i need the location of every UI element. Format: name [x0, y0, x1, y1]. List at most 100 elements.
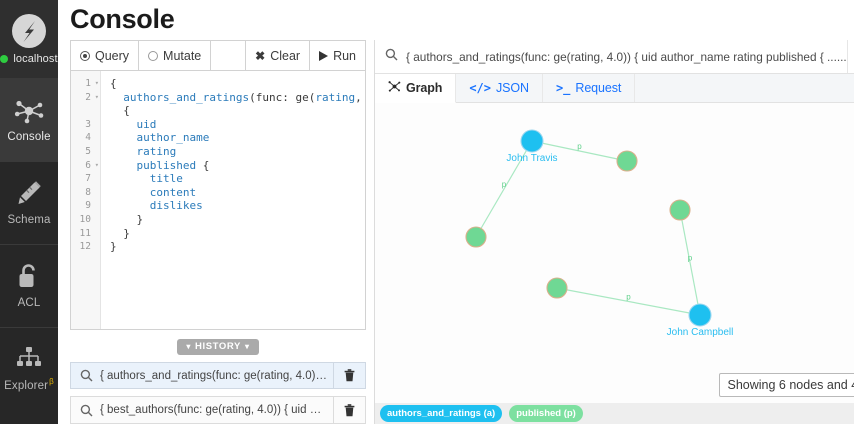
panes: Query Mutate ✖ Clear Ru	[58, 40, 854, 424]
sidebar-item-explorer[interactable]: Explorerβ	[0, 327, 58, 410]
pencil-ruler-icon	[15, 180, 43, 207]
search-icon	[71, 369, 100, 382]
org-chart-icon	[15, 346, 43, 370]
radio-unselected-icon	[148, 50, 159, 61]
result-header: { authors_and_ratings(func: ge(rating, 4…	[375, 40, 854, 75]
line-number: 3	[85, 118, 91, 130]
network-nodes-icon	[14, 98, 44, 124]
sidebar-brand[interactable]: localhost	[0, 0, 58, 78]
graph-node[interactable]	[688, 303, 712, 327]
fullscreen-button[interactable]	[846, 40, 854, 74]
graph-nodes-icon	[388, 80, 401, 96]
tab-graph[interactable]: Graph	[375, 74, 457, 104]
graph-edge-label: p	[626, 293, 631, 302]
tab-request[interactable]: >_ Request	[543, 74, 636, 103]
graph-node[interactable]	[465, 226, 487, 248]
clear-button[interactable]: ✖ Clear	[246, 41, 311, 71]
sidebar-item-label: ACL	[17, 297, 41, 309]
history-label: HISTORY	[195, 341, 241, 353]
sidebar-item-acl[interactable]: ACL	[0, 244, 58, 327]
close-x-icon: ✖	[255, 48, 266, 63]
sidebar-item-label: Explorerβ	[4, 377, 54, 392]
graph-edge-label: p	[688, 254, 693, 263]
graph-node-label: John Campbell	[667, 327, 734, 338]
code-line: published {	[136, 158, 210, 172]
editor-toolbar: Query Mutate ✖ Clear Ru	[71, 41, 365, 72]
graph-edge[interactable]	[475, 140, 533, 238]
legend-chip[interactable]: authors_and_ratings (a)	[380, 405, 503, 422]
code-brackets-icon: </>	[469, 81, 491, 96]
page-title: Console	[70, 4, 175, 34]
code-line: }	[110, 226, 130, 240]
history-item-text: { authors_and_ratings(func: ge(rating, 4…	[100, 369, 333, 382]
code-line: authors_and_ratings(func: ge(rating, 4.0…	[123, 90, 362, 104]
code-line: author_name	[136, 131, 210, 145]
code-content[interactable]: { authors_and_ratings(func: ge(rating, 4…	[101, 71, 365, 329]
graph-node[interactable]	[520, 129, 544, 153]
history-item-text: { best_authors(func: ge(rating, 4.0)) { …	[100, 404, 333, 417]
mutate-mode-radio[interactable]: Mutate	[139, 41, 212, 71]
line-number: 12	[79, 241, 91, 253]
code-line: dislikes	[149, 199, 203, 213]
graph-edge[interactable]	[556, 287, 701, 316]
history-section: ▾ HISTORY ▾ { authors_and_ratings(	[70, 338, 366, 424]
history-item-delete-button[interactable]	[333, 362, 365, 389]
main-area: Console Query Mutate	[58, 0, 854, 424]
sidebar: localhost	[0, 0, 58, 424]
code-line: }	[110, 212, 144, 226]
fold-chevron-icon[interactable]: ▾	[94, 79, 99, 88]
clear-label: Clear	[270, 48, 301, 63]
tab-label: Graph	[406, 81, 443, 96]
sidebar-item-schema[interactable]: Schema	[0, 161, 58, 244]
mutate-mode-label: Mutate	[163, 48, 202, 63]
run-label: Run	[333, 48, 356, 63]
connection-status-dot	[0, 54, 9, 63]
line-number: 5	[85, 146, 91, 158]
search-icon	[71, 404, 100, 417]
run-button[interactable]: Run	[310, 41, 365, 70]
history-toggle-button[interactable]: ▾ HISTORY ▾	[177, 338, 259, 355]
result-query-summary[interactable]: { authors_and_ratings(func: ge(rating, 4…	[375, 40, 847, 73]
graph-edge-label: p	[502, 180, 507, 189]
terminal-prompt-icon: >_	[555, 81, 571, 96]
toolbar-spacer	[211, 41, 247, 71]
graph-node[interactable]	[616, 150, 638, 172]
query-mode-label: Query	[95, 48, 130, 63]
legend-chip[interactable]: published (p)	[509, 405, 583, 422]
radio-selected-icon	[80, 50, 90, 61]
tab-json[interactable]: </> JSON	[456, 74, 543, 103]
code-line: uid	[136, 117, 157, 131]
query-mode-radio[interactable]: Query	[71, 41, 140, 71]
sidebar-item-console[interactable]: Console	[0, 78, 58, 161]
line-number: 6▾	[85, 159, 99, 171]
fold-chevron-icon[interactable]: ▾	[94, 160, 99, 169]
beta-badge: β	[49, 377, 54, 387]
graph-edge[interactable]	[679, 209, 701, 316]
code-line: content	[149, 185, 197, 199]
chevron-down-icon: ▾	[186, 342, 192, 352]
code-line: rating	[136, 145, 177, 159]
graph-node[interactable]	[546, 277, 568, 299]
line-number: 9	[85, 200, 91, 212]
sidebar-item-label: Schema	[7, 213, 51, 226]
search-icon	[385, 48, 398, 66]
history-item-delete-button[interactable]	[333, 397, 365, 423]
graph-node[interactable]	[669, 199, 691, 221]
code-line: title	[149, 172, 183, 186]
line-number: 4	[85, 132, 91, 144]
sidebar-item-label: Console	[7, 130, 51, 143]
graph-legend: authors_and_ratings (a) published (p)	[375, 403, 854, 424]
line-number	[71, 104, 100, 118]
history-item[interactable]: { best_authors(func: ge(rating, 4.0)) { …	[70, 396, 366, 424]
line-number: 8	[85, 186, 91, 198]
fold-chevron-icon[interactable]: ▾	[94, 92, 99, 101]
graph-edge[interactable]	[531, 140, 628, 162]
tab-label: JSON	[496, 81, 529, 96]
history-item[interactable]: { authors_and_ratings(func: ge(rating, 4…	[70, 361, 366, 390]
query-editor-card: Query Mutate ✖ Clear Ru	[70, 40, 366, 330]
